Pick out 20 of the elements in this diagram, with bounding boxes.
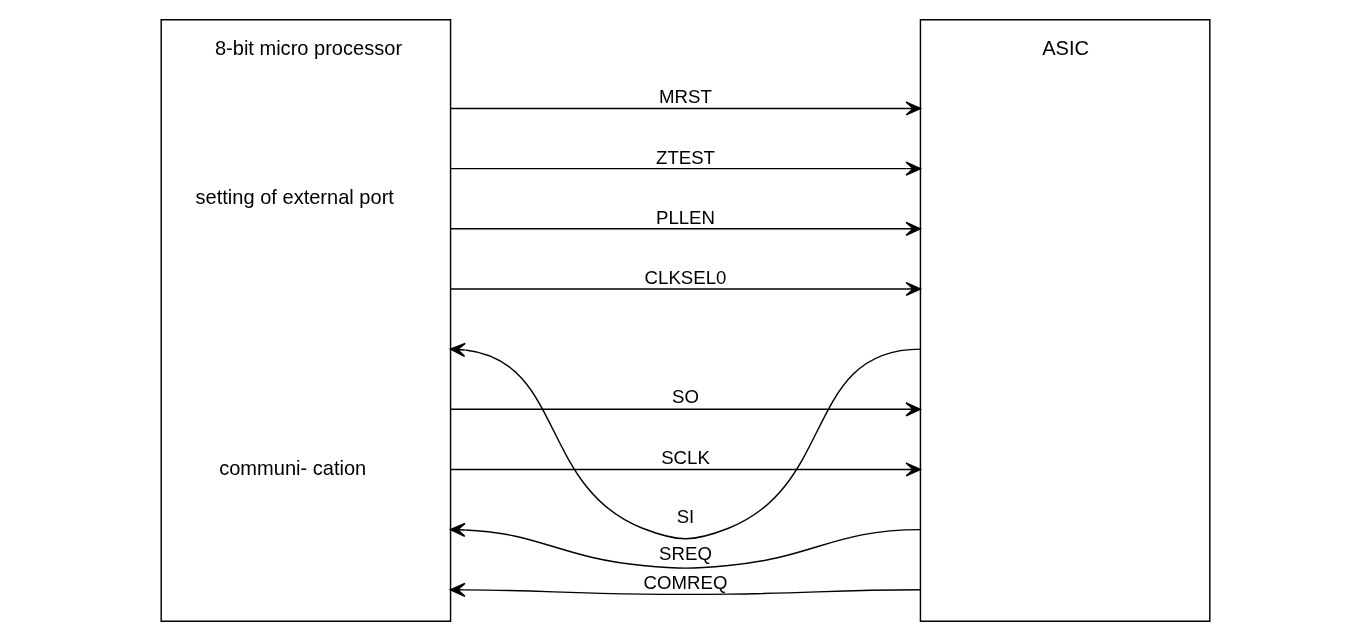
arrow	[449, 582, 922, 597]
arrow	[449, 462, 922, 477]
arrow	[449, 221, 922, 236]
edge-label: ZTEST	[656, 146, 715, 168]
node-box: 8-bit micro processor setting of external port communi- cation	[160, 18, 452, 623]
arrow	[449, 402, 922, 417]
edge-label: SCLK	[661, 447, 710, 469]
edge-label: MRST	[659, 86, 712, 108]
edge-label: SI	[676, 506, 695, 528]
node-box: ASIC	[919, 18, 1211, 623]
arrow	[449, 101, 922, 116]
edge-label: PLLEN	[656, 206, 715, 228]
arrow	[449, 281, 922, 297]
edge-label: CLKSEL0	[644, 266, 727, 288]
arrow	[449, 161, 922, 176]
edge-label: SO	[672, 385, 699, 407]
edge-label: COMREQ	[643, 571, 728, 593]
arrow	[449, 342, 922, 540]
edge-label: SREQ	[659, 543, 712, 565]
arrow	[449, 522, 922, 569]
